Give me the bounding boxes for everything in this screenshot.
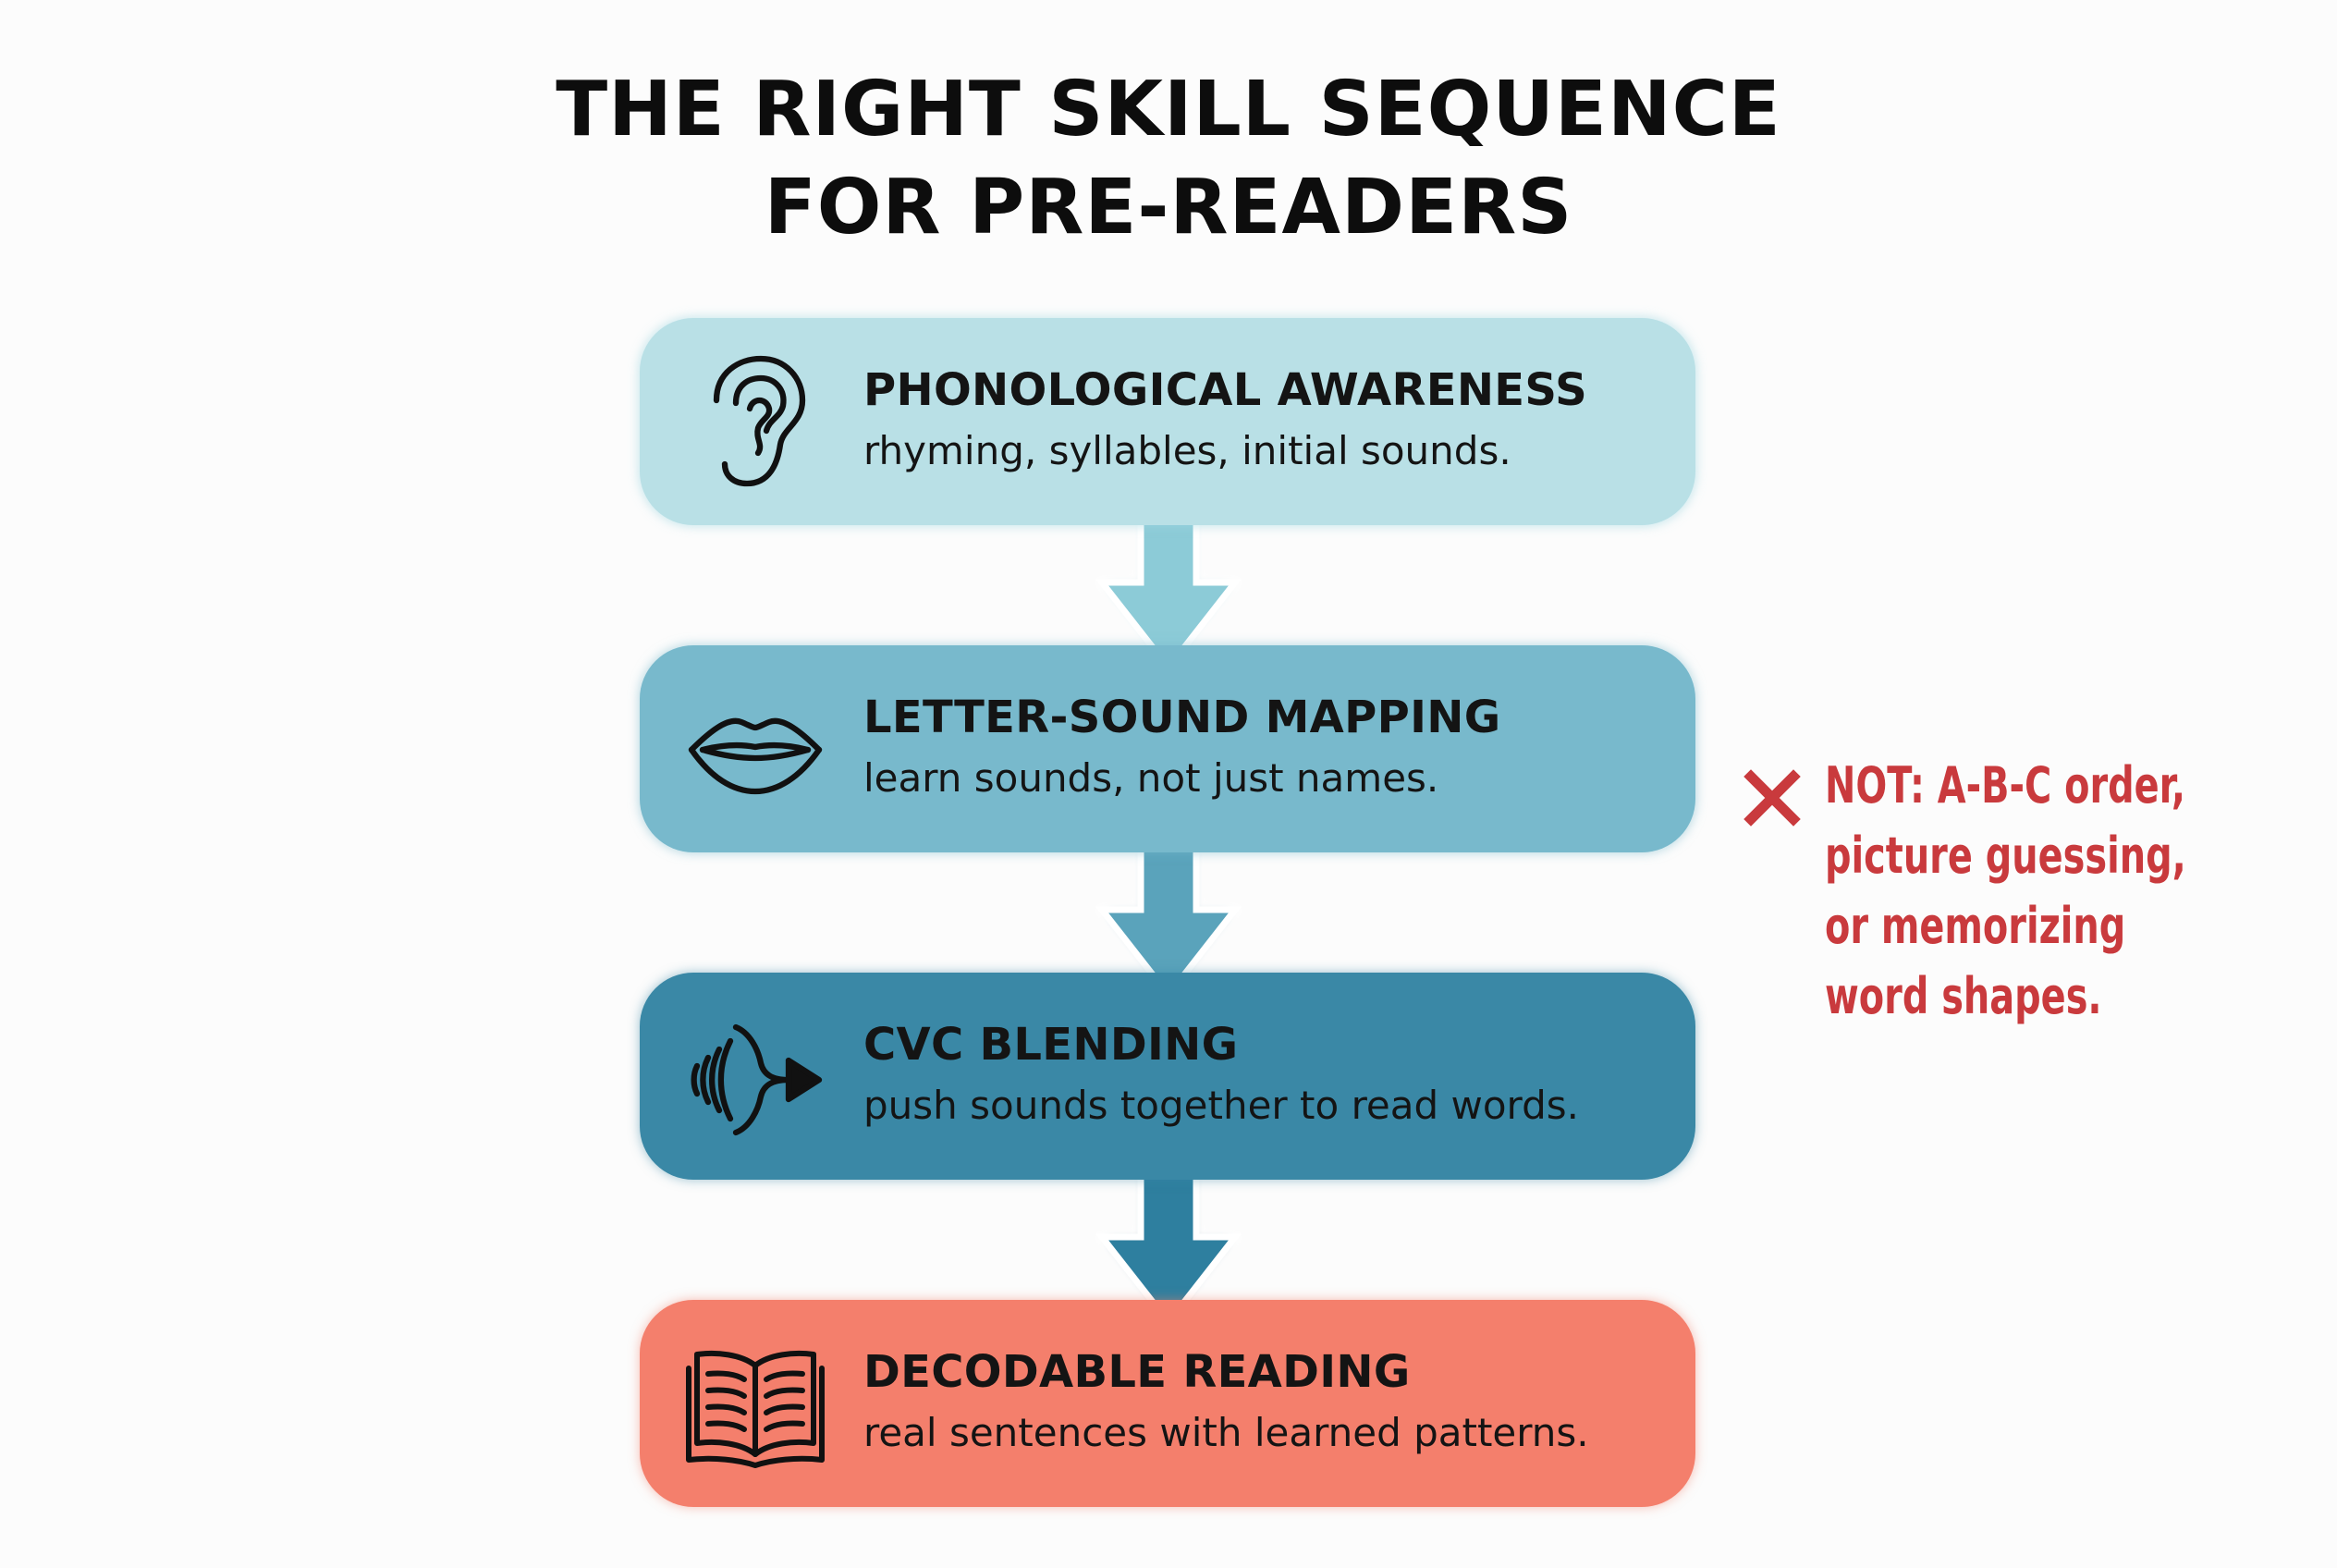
note-line-4: word shapes.: [1825, 967, 2102, 1025]
step-letter-sound-mapping: LETTER-SOUND MAPPING learn sounds, not j…: [640, 645, 1695, 852]
note-line-2: picture guessing,: [1825, 827, 2186, 885]
page-title: THE RIGHT SKILL SEQUENCE FOR PRE-READERS: [0, 61, 2337, 257]
note-line-1: NOT: A-B-C order,: [1825, 756, 2185, 815]
note-line-3: or memorizing: [1825, 897, 2126, 955]
step-description: learn sounds, not just names.: [863, 755, 1439, 801]
step-title: PHONOLOGICAL AWARENESS: [863, 364, 1587, 416]
lips-icon: [686, 680, 825, 819]
x-icon: [1744, 769, 1801, 827]
step-description: rhyming, syllables, initial sounds.: [863, 428, 1511, 473]
step-description: push sounds together to read words.: [863, 1083, 1579, 1128]
step-cvc-blending: CVC BLENDING push sounds together to rea…: [640, 973, 1695, 1180]
step-description: real sentences with learned patterns.: [863, 1410, 1589, 1455]
note-text: NOT: A-B-C order, picture guessing, or m…: [1825, 751, 2186, 1032]
step-title: LETTER-SOUND MAPPING: [863, 692, 1501, 743]
step-title: CVC BLENDING: [863, 1019, 1239, 1071]
sound-blend-arrow-icon: [686, 1008, 825, 1146]
step-title: DECODABLE READING: [863, 1346, 1411, 1398]
title-line-1: THE RIGHT SKILL SEQUENCE: [556, 66, 1781, 153]
down-arrow-1: [1095, 516, 1242, 673]
title-line-2: FOR PRE-READERS: [764, 164, 1573, 251]
step-decodable-reading: DECODABLE READING real sentences with le…: [640, 1300, 1695, 1507]
ear-icon: [686, 353, 825, 492]
open-book-icon: [686, 1335, 825, 1474]
down-arrow-3: [1095, 1170, 1242, 1328]
step-phonological-awareness: PHONOLOGICAL AWARENESS rhyming, syllable…: [640, 318, 1695, 525]
down-arrow-2: [1095, 843, 1242, 1000]
